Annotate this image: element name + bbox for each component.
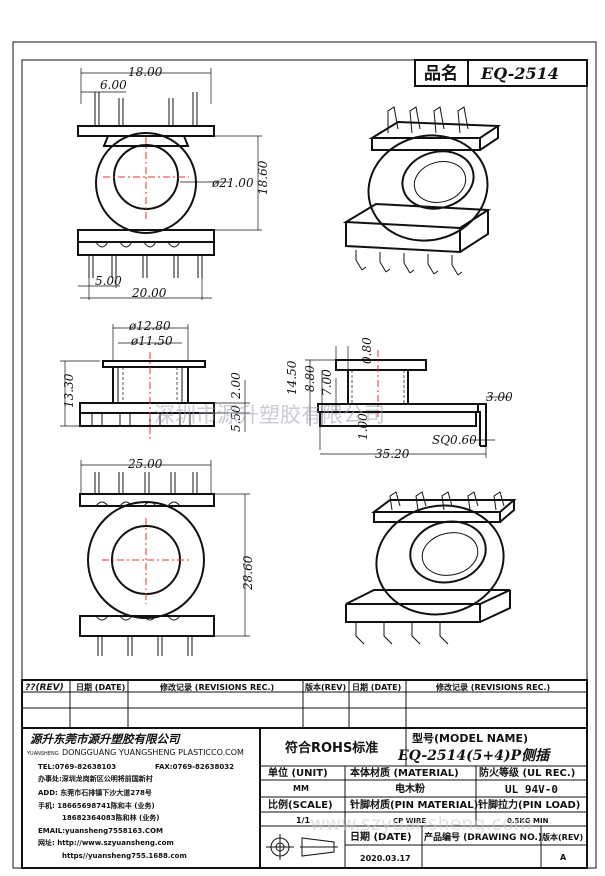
company-email: EMAIL:yuansheng7558163.COM: [38, 827, 163, 835]
projection-symbol-icon: [266, 834, 338, 860]
company-address: ADD: 东莞市石排镇下沙大道278号: [38, 788, 152, 797]
rev-label: 版本(REV): [541, 832, 583, 842]
drawing-no-label: 产品编号 (DRAWING NO.): [424, 831, 542, 843]
company-phone2: 18682364083陈和林 (业务): [62, 813, 159, 822]
fire-rating-value: UL 94V-0: [505, 783, 558, 796]
top-title-block: 品名 EQ-2514: [414, 59, 588, 87]
company-office: 办事处:深圳龙岗新区公明将前国新村: [38, 774, 153, 783]
side-view-left: ø12.80 ø11.50 13.30 2.00 5.50: [60, 319, 250, 440]
watermark-company: 深圳市源升塑胶有限公司: [154, 403, 385, 427]
rev-col-date: 日期 (DATE): [76, 682, 125, 692]
dim-pin-pitch-top: 6.00: [100, 78, 127, 92]
company-web2: https//yuansheng755.1688.com: [62, 852, 187, 860]
pin-material-value: CP WIRE: [393, 817, 426, 825]
revision-table: ??(REV) 日期 (DATE) 修改记录 (REVISIONS REC.) …: [21, 679, 588, 729]
isometric-view-top: [342, 106, 502, 276]
rev-col-record2: 修改记录 (REVISIONS REC.): [435, 682, 550, 692]
fire-rating-label: 防火等级 (UL REC.): [479, 766, 575, 779]
scale-value: 1/1: [296, 816, 310, 825]
dim-thickness: 0.80: [360, 337, 374, 364]
pin-material-label: 针脚材质(PIN MATERIAL): [350, 798, 478, 811]
rev-col-version: 版本(REV): [304, 682, 346, 692]
company-name-en: DONGGUANG YUANGSHENG PLASTICCO.COM: [62, 748, 244, 757]
date-label: 日期 (DATE): [350, 830, 412, 843]
date-value: 2020.03.17: [360, 854, 411, 863]
company-tel: TEL:0769-82638103: [38, 763, 116, 771]
rev-col-date2: 日期 (DATE): [352, 682, 401, 692]
pin-load-label: 针脚拉力(PIN LOAD): [478, 798, 580, 811]
dim-height-1: 1.00: [356, 413, 370, 440]
dim-height-8: 8.80: [303, 365, 317, 392]
side-view-right: 35.20 14.50 8.80 7.00 1.00 0.80 3.00 SQ0…: [285, 337, 513, 461]
company-name-cn: 源升东莞市源升塑胶有限公司: [30, 732, 181, 746]
dim-pin-3: 3.00: [486, 390, 513, 404]
dim-side-height: 13.30: [62, 373, 76, 408]
bottom-title-block: 符合ROHS标准 型号(MODEL NAME) EQ-2514(5+4)P侧插 …: [21, 727, 588, 869]
dim-pin-pitch-bottom: 5.00: [95, 274, 122, 288]
dim-total-length: 35.20: [375, 447, 410, 461]
unit-value: MM: [293, 784, 309, 793]
dim-height-7: 7.00: [320, 369, 334, 396]
pin-load-value: 0.5KG MIN: [507, 817, 549, 825]
dim-flange-2: 2.00: [229, 372, 243, 400]
rohs-label: 符合ROHS标准: [285, 740, 378, 756]
part-number: EQ-2514: [480, 64, 559, 83]
rev-col-record: 修改记录 (REVISIONS REC.): [159, 682, 274, 692]
dim-inner-diameter: ø12.80: [128, 319, 171, 333]
dim-width-25: 25.00: [127, 457, 163, 471]
name-label: 品名: [424, 63, 458, 84]
material-label: 本体材质 (MATERIAL): [350, 766, 459, 779]
company-info: 源升东莞市源升塑胶有限公司 YUANSHENG DONGGUANG YUANGS…: [26, 732, 244, 860]
watermark-url: www.szyuansheng.com: [310, 813, 532, 835]
company-phone1: 手机: 18665698741陈和丰 (业务): [38, 801, 155, 810]
company-fax: FAX:0769-82638032: [155, 763, 234, 771]
company-web1: 网址: http://www.szyuansheng.com: [38, 838, 174, 847]
model-value: EQ-2514(5+4)P侧插: [397, 747, 551, 764]
dim-inner-diameter-sub: ø11.50: [130, 334, 173, 348]
dim-flange-5: 5.50: [229, 405, 243, 432]
dim-height-right: 18.60: [256, 160, 270, 195]
material-value: 电木粉: [395, 782, 425, 795]
unit-label: 单位 (UNIT): [268, 766, 328, 779]
dim-pin-square: SQ0.60: [432, 433, 477, 447]
dim-bottom-width: 20.00: [131, 286, 167, 300]
rev-value: A: [560, 853, 567, 862]
dim-height-28: 28.60: [241, 555, 255, 591]
model-label: 型号(MODEL NAME): [412, 731, 528, 745]
dim-height-14: 14.50: [285, 360, 299, 395]
isometric-view-bottom: [345, 491, 517, 645]
front-view-top: 18.00 6.00 ø21.00 18.60: [77, 65, 270, 300]
rev-col-rev: ??(REV): [25, 683, 64, 693]
company-logo-sub: YUANSHENG: [26, 751, 59, 757]
dim-top-width: 18.00: [128, 65, 163, 79]
dim-outer-diameter: ø21.00: [211, 176, 254, 190]
scale-label: 比例(SCALE): [268, 798, 333, 811]
front-view-bottom: 25.00 28.60: [79, 457, 255, 656]
